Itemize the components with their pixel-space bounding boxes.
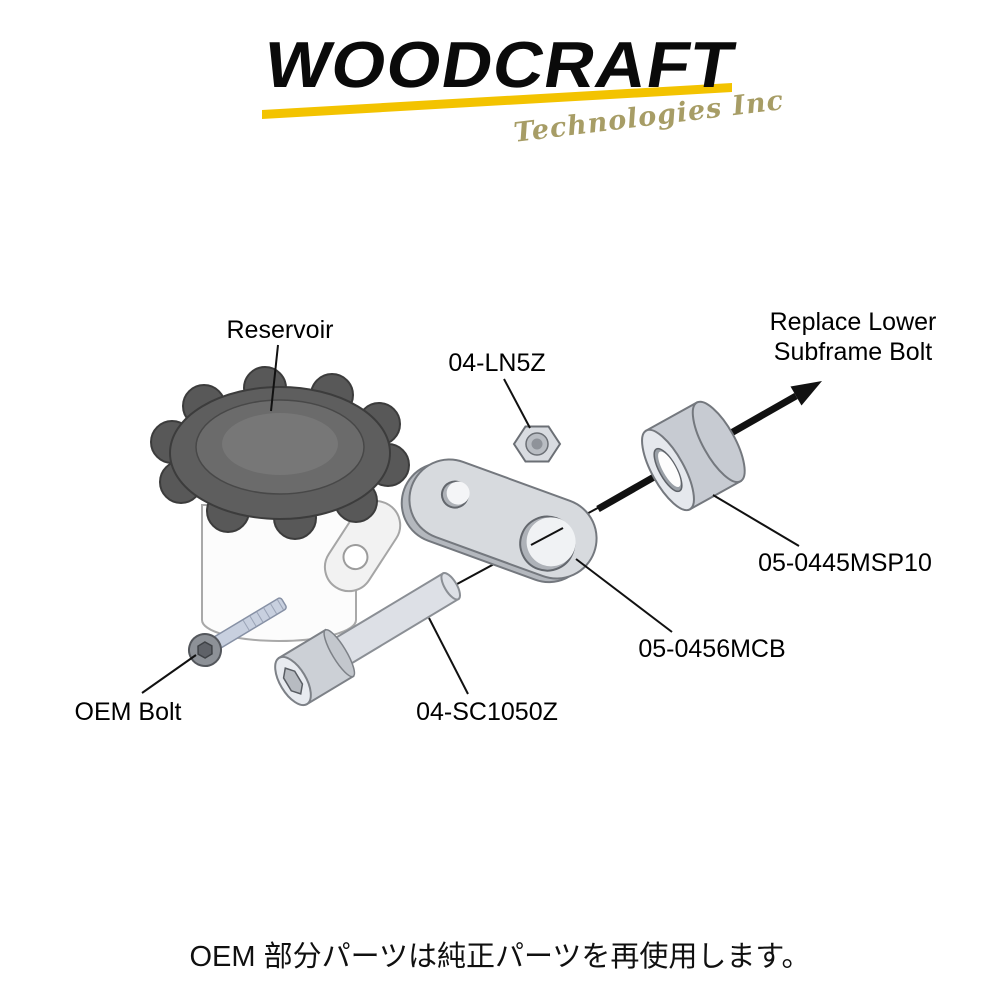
brand-logo: WOODCRAFT Technologies Inc [0,29,1000,160]
screw-head-back-edge [323,629,356,678]
label-replace-line1: Replace Lower [770,308,937,336]
hex-nut [512,425,562,463]
leader-lines [141,344,800,695]
label-nut: 04-LN5Z [448,349,545,377]
screw-tip [440,572,461,601]
tab-plate [323,500,402,593]
spacer [641,400,746,512]
leader-reservoir [270,344,279,412]
caption-japanese: OEM 部分パーツは純正パーツを再使用します。 [189,941,811,973]
label-reservoir: Reservoir [227,316,334,344]
label-bracket: 05-0456MCB [638,635,785,663]
bracket-plate [400,458,598,584]
swoosh-shape [262,83,732,119]
leader-spacer [712,494,800,547]
oem-bolt-hex-socket [197,641,213,659]
bracket-small-hole [446,481,470,505]
label-replace-line2: Subframe Bolt [774,338,932,366]
nut-hole [531,438,543,450]
cap-top-highlight [222,413,338,475]
axis-line-through-hole [530,527,564,546]
leader-bracket [575,558,673,633]
leader-nut [503,378,531,429]
logo-underline-swoosh [262,83,732,119]
reservoir-mount-tab [323,500,402,593]
socket-cap-screw [274,572,461,707]
oem-bolt-threads [242,599,284,631]
screw-hex-socket [282,667,304,695]
label-oem-bolt: OEM Bolt [75,698,182,726]
label-screw: 04-SC1050Z [416,698,558,726]
bracket-large-hole [526,517,576,567]
reservoir-assembly [150,366,410,642]
arrow-head [790,381,822,406]
tab-hole [342,544,369,571]
label-spacer: 05-0445MSP10 [758,549,932,577]
leader-oem-bolt [141,654,197,694]
leader-screw [428,617,469,695]
spacer-hole [658,451,681,488]
reservoir-body [201,504,357,642]
reservoir-cap [150,366,410,540]
